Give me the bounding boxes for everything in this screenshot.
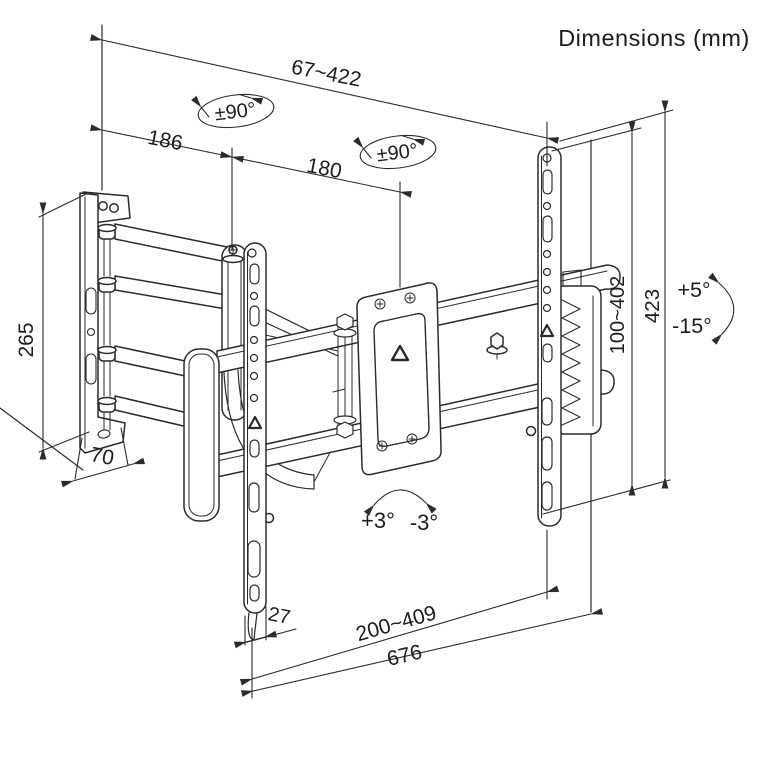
level-arc [363, 489, 437, 516]
tilt-hinge-bracket [332, 313, 357, 439]
dim-arm-rear-label: 186 [146, 126, 185, 155]
right-tv-rail [537, 146, 562, 527]
brand-triangle-icon [247, 415, 263, 430]
dim-total-width-label: 676 [385, 641, 424, 671]
dim-wall-plate-depth-label: 70 [89, 443, 116, 470]
hinge-knuckles [97, 223, 117, 431]
brand-triangle-icon [539, 323, 555, 338]
tilt-arc [708, 272, 735, 345]
crossbar-end-cap [183, 348, 220, 522]
dim-line-arm-rear [89, 124, 245, 163]
angle-tilt-up-label: +5° [677, 278, 710, 302]
rail-bottom-clip [247, 612, 258, 640]
dim-line-arm-front [219, 151, 413, 198]
bracket-plate [79, 192, 126, 454]
dim-vesa-height-range-label: 100~402 [607, 276, 629, 354]
page-title: Dimensions (mm) [558, 25, 750, 51]
tension-bolt-icon [486, 332, 508, 360]
dim-rail-offset-label: 27 [266, 603, 292, 629]
brand-triangle-icon [390, 344, 410, 362]
angle-tilt-down-label: -15° [672, 314, 712, 338]
vesa-adapter-plate [332, 282, 442, 476]
dim-line-total-width [240, 608, 604, 697]
swivel-indicator-rear [191, 93, 275, 129]
dim-arm-front-label: 180 [305, 154, 344, 183]
plate-screws [374, 292, 418, 452]
wall-mount-bracket [79, 191, 131, 454]
dim-line-rail-offset [233, 630, 278, 649]
serrated-strip [561, 299, 581, 426]
dim-line-wall-plate-depth [60, 457, 146, 488]
dim-vesa-width-range-label: 200~409 [353, 601, 438, 646]
swivel-indicator-front [353, 134, 437, 170]
dim-line-extension-depth [89, 34, 560, 144]
dim-bracket-height-label: 423 [641, 289, 664, 323]
dim-extension-depth-label: 67~422 [289, 56, 363, 92]
angle-swivel-front-label: ±90° [375, 140, 419, 167]
angle-level-right-label: -3° [410, 510, 438, 535]
dimension-lines [38, 34, 735, 699]
dim-wall-plate-height-label: 265 [15, 322, 38, 357]
left-tv-rail [243, 242, 275, 640]
elbow-pivot-post [221, 244, 248, 421]
angle-swivel-rear-label: ±90° [213, 99, 257, 126]
angle-level-left-label: +3° [361, 508, 395, 533]
